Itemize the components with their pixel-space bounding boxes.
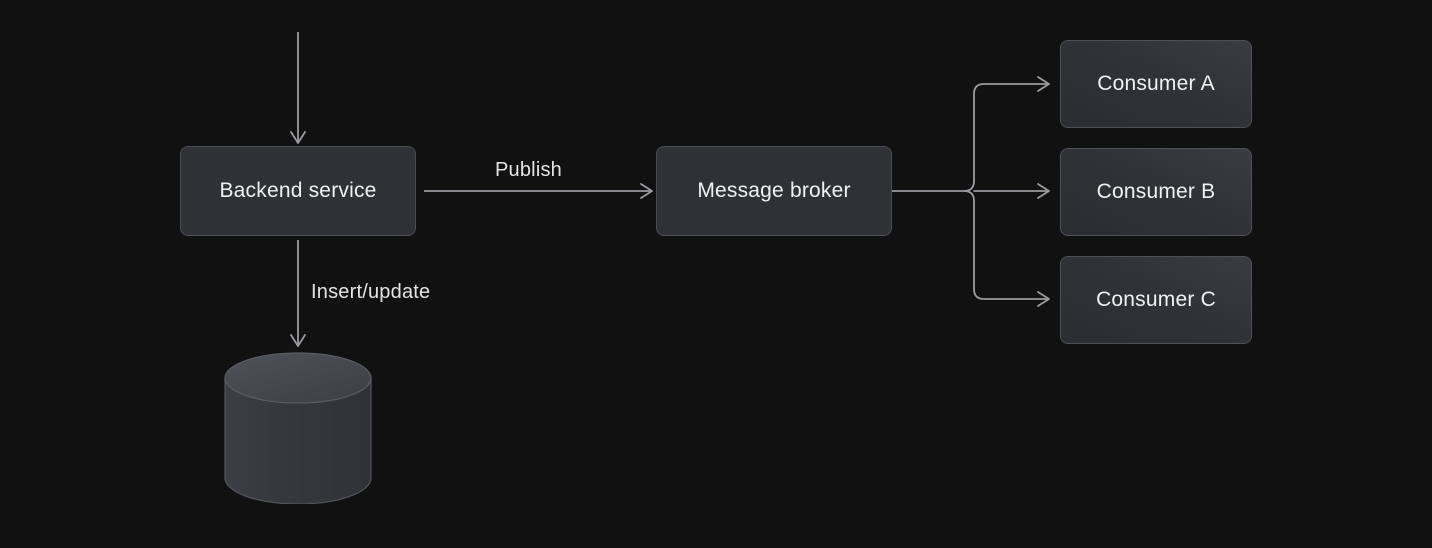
edge-label-insert-update: Insert/update [311,281,431,303]
connector-backend-to-database [290,240,306,347]
node-message-broker[interactable]: Message broker [656,146,892,236]
node-message-broker-label: Message broker [697,179,851,202]
connector-broker-to-consumer-a [973,76,1050,182]
node-consumer-c[interactable]: Consumer C [1060,256,1252,344]
connector-broker-to-consumer-c [973,200,1050,307]
node-consumer-a-label: Consumer A [1097,72,1215,95]
connector-broker-to-consumer-b [973,183,1050,199]
database-cylinder-icon[interactable] [224,352,372,504]
node-backend-service[interactable]: Backend service [180,146,416,236]
node-consumer-b[interactable]: Consumer B [1060,148,1252,236]
node-backend-service-label: Backend service [219,179,377,202]
node-consumer-a[interactable]: Consumer A [1060,40,1252,128]
node-consumer-b-label: Consumer B [1096,180,1216,203]
node-consumer-c-label: Consumer C [1096,288,1216,311]
edge-label-publish: Publish [495,159,562,181]
connector-broker-fanout-trunk [892,180,975,202]
connector-inbound-to-backend [290,32,306,144]
connector-backend-to-broker [424,183,653,199]
